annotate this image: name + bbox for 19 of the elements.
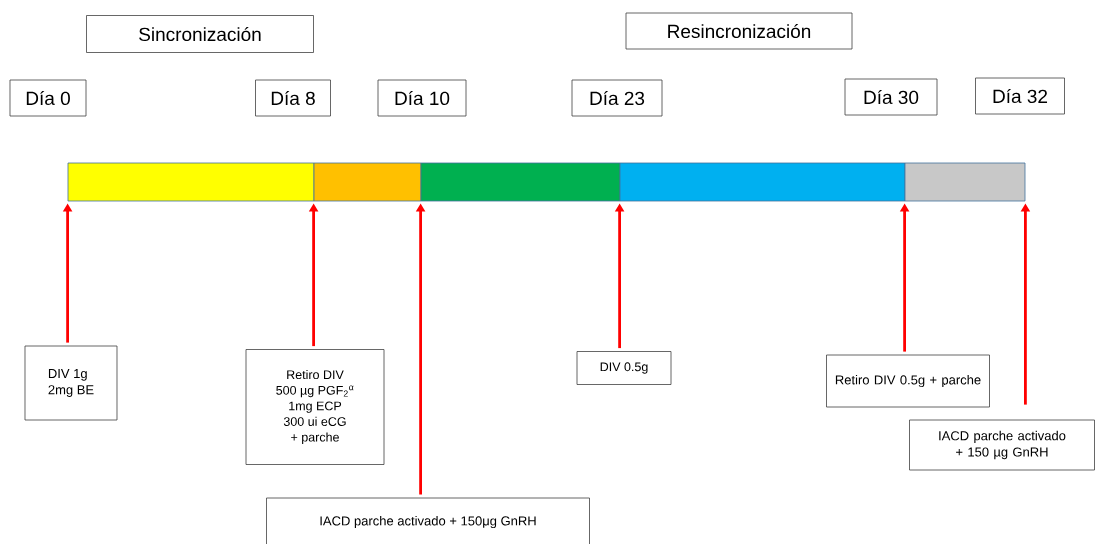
treatment-box: DIV 0.5g (576, 351, 672, 385)
treatment-box: Retiro DIV 0.5g + parche (826, 354, 990, 408)
timeline-segment (420, 162, 621, 202)
treatment-box: DIV 1g 2mg BE (24, 345, 118, 421)
day-box: Día 32 (975, 77, 1065, 115)
timeline-segment (904, 162, 1026, 202)
title-box: Sincronización (86, 15, 314, 53)
day-box: Día 30 (844, 78, 938, 116)
day-box: Día 23 (571, 79, 663, 117)
timeline-segment (313, 162, 422, 202)
treatment-box: IACD parche activado + 150μg GnRH (266, 497, 590, 544)
treatment-box: IACD parche activado + 150 µg GnRH (909, 419, 1095, 471)
treatment-box: Retiro DIV 500 µg PGF$_{2}$α 1mg ECP 300 ui eCG + parche (245, 349, 385, 465)
day-box: Día 8 (255, 79, 331, 117)
title-box: Resincronización (625, 12, 853, 50)
day-box: Día 10 (377, 79, 467, 117)
timeline-segment (67, 162, 315, 202)
day-box: Día 0 (9, 79, 87, 117)
timeline-segment (619, 162, 906, 202)
